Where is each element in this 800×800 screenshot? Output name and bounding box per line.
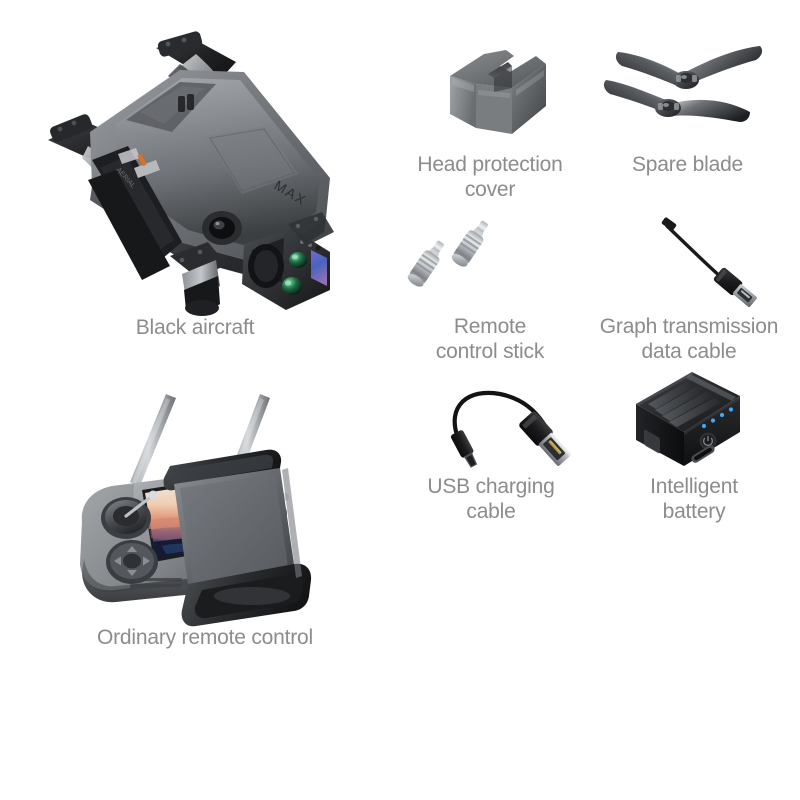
- head-protection-cover-image: [428, 40, 558, 145]
- left-joystick: [101, 490, 158, 539]
- drone-rear-motor-icon: [170, 242, 226, 316]
- ordinary-remote-control-image: [70, 372, 350, 627]
- intelligent-battery-image: [632, 366, 757, 476]
- cover-left-face: [450, 76, 476, 128]
- left-dpad: [106, 540, 158, 584]
- usb-a-connector: [519, 411, 572, 466]
- black-aircraft-caption: Black aircraft: [135, 316, 255, 339]
- drone-front-motor-icon: [288, 212, 334, 246]
- drone-landing-gear-icon: AERIAL: [88, 146, 182, 280]
- phone-holder-clamp: [163, 449, 312, 627]
- micro-usb-end: [661, 217, 677, 231]
- usb-a-connector: [713, 267, 757, 308]
- usb-charging-cable-image: [424, 378, 574, 470]
- antenna-right-icon: [232, 394, 270, 472]
- usb-charging-cable-caption: USB charging cable: [427, 475, 555, 523]
- battery-front-face: [636, 404, 684, 466]
- battery-vent-ridges: [648, 374, 736, 427]
- head-protection-cover-caption: Head protection cover: [417, 153, 563, 201]
- cover-front-face: [476, 84, 512, 134]
- antenna-left-icon: [130, 394, 176, 486]
- drone-front-camera-icon: [202, 211, 242, 245]
- spare-blade-caption: Spare blade: [631, 153, 744, 176]
- battery-led-indicators: [701, 407, 734, 429]
- data-cable-wire: [665, 224, 724, 280]
- control-stick-front: [407, 240, 444, 287]
- remote-control-stick-caption: Remote control stick: [435, 315, 545, 363]
- drone-brand-logo-icon: [178, 94, 194, 112]
- micro-usb-connector: [450, 430, 478, 468]
- graph-transmission-data-cable-image: [660, 217, 790, 313]
- battery-usb-c-port: [691, 445, 715, 463]
- remote-control-stick-image: [407, 218, 564, 308]
- propeller-back-icon: [615, 46, 763, 89]
- graph-transmission-data-cable-caption: Graph transmission data cable: [599, 315, 779, 363]
- control-stick-back: [451, 220, 488, 267]
- ordinary-remote-control-caption: Ordinary remote control: [97, 626, 313, 649]
- spare-blade-image: [600, 42, 775, 132]
- black-aircraft-image: MAX AERIAL: [30, 28, 360, 318]
- cover-right-face: [512, 64, 546, 134]
- intelligent-battery-caption: Intelligent battery: [650, 475, 738, 523]
- battery-right-face: [684, 396, 740, 466]
- propeller-front-icon: [603, 80, 750, 122]
- drone-gimbal-camera-icon: [242, 228, 330, 310]
- battery-power-button: [699, 432, 717, 450]
